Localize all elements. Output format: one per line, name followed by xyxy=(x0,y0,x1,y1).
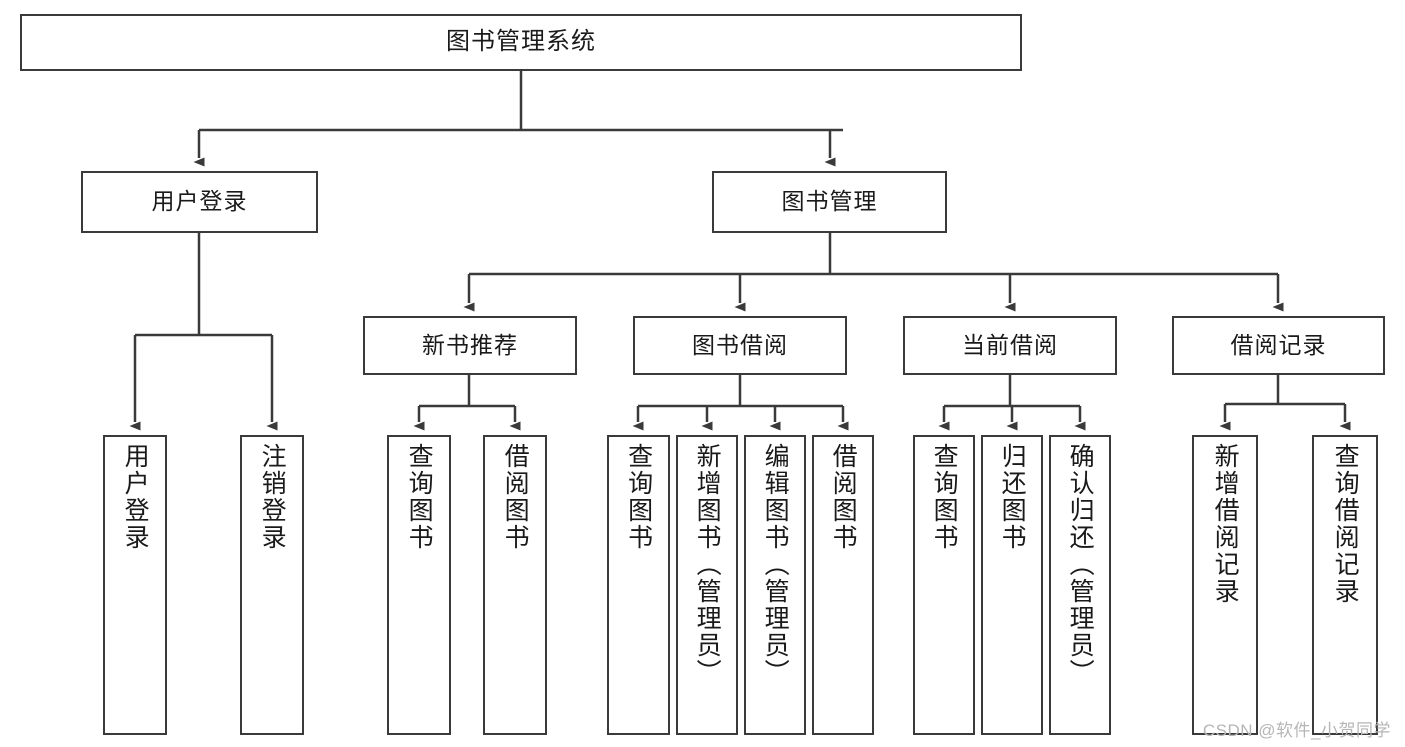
node-leaf-add-record[interactable]: 新增借阅记录 xyxy=(1192,435,1258,735)
node-book-manage[interactable]: 图书管理 xyxy=(712,171,947,233)
node-user-login-label: 用户登录 xyxy=(151,188,248,215)
node-leaf-query-book-3-label: 查询图书 xyxy=(930,443,959,551)
watermark: CSDN @软件_小贺同学 xyxy=(1202,721,1391,740)
node-book-manage-label: 图书管理 xyxy=(781,188,878,215)
node-leaf-user-logout-label: 注销登录 xyxy=(258,443,287,551)
node-borrow-record-label: 借阅记录 xyxy=(1230,331,1327,358)
edge-bookmanage-to-level2 xyxy=(463,233,1284,312)
node-new-book-recommend[interactable]: 新书推荐 xyxy=(363,316,577,375)
node-leaf-query-book-1-label: 查询图书 xyxy=(405,443,434,551)
node-leaf-add-book[interactable]: 新增图书（管理员） xyxy=(676,435,738,735)
node-leaf-user-logout[interactable]: 注销登录 xyxy=(240,435,304,735)
node-leaf-return-book[interactable]: 归还图书 xyxy=(981,435,1043,735)
edge-bookborrow-to-leaves xyxy=(632,375,849,431)
node-leaf-query-record-label: 查询借阅记录 xyxy=(1331,443,1360,605)
node-root[interactable]: 图书管理系统 xyxy=(20,14,1022,71)
node-leaf-query-book-3[interactable]: 查询图书 xyxy=(913,435,975,735)
node-leaf-add-record-label: 新增借阅记录 xyxy=(1211,443,1240,605)
edge-borrowrecord-to-leaves xyxy=(1219,375,1351,431)
edge-newbook-to-leaves xyxy=(413,375,521,431)
node-leaf-user-login-label: 用户登录 xyxy=(121,443,150,551)
node-book-borrow-label: 图书借阅 xyxy=(692,331,788,358)
node-leaf-user-login[interactable]: 用户登录 xyxy=(103,435,167,735)
node-leaf-confirm-return[interactable]: 确认归还（管理员） xyxy=(1049,435,1111,735)
node-leaf-confirm-return-label: 确认归还（管理员） xyxy=(1066,443,1095,686)
node-leaf-query-book-2-label: 查询图书 xyxy=(624,443,653,551)
node-user-login[interactable]: 用户登录 xyxy=(81,171,318,233)
edge-currentborrow-to-leaves xyxy=(938,375,1086,431)
node-leaf-edit-book-label: 编辑图书（管理员） xyxy=(761,443,790,686)
node-leaf-borrow-book-2-label: 借阅图书 xyxy=(829,443,858,551)
node-root-label: 图书管理系统 xyxy=(446,28,596,56)
node-leaf-add-book-label: 新增图书（管理员） xyxy=(693,443,722,686)
node-leaf-borrow-book-2[interactable]: 借阅图书 xyxy=(812,435,874,735)
node-new-book-recommend-label: 新书推荐 xyxy=(422,331,518,358)
node-leaf-borrow-book-1[interactable]: 借阅图书 xyxy=(483,435,547,735)
node-leaf-query-book-1[interactable]: 查询图书 xyxy=(387,435,451,735)
node-leaf-query-record[interactable]: 查询借阅记录 xyxy=(1312,435,1378,735)
node-leaf-edit-book[interactable]: 编辑图书（管理员） xyxy=(744,435,806,735)
edge-root-to-level1 xyxy=(193,71,843,167)
node-leaf-return-book-label: 归还图书 xyxy=(998,443,1027,551)
edge-userlogin-to-leaves xyxy=(129,233,278,431)
node-leaf-borrow-book-1-label: 借阅图书 xyxy=(501,443,530,551)
node-current-borrow[interactable]: 当前借阅 xyxy=(903,316,1117,375)
node-leaf-query-book-2[interactable]: 查询图书 xyxy=(607,435,670,735)
node-current-borrow-label: 当前借阅 xyxy=(962,331,1058,358)
node-borrow-record[interactable]: 借阅记录 xyxy=(1172,316,1385,375)
node-book-borrow[interactable]: 图书借阅 xyxy=(633,316,847,375)
